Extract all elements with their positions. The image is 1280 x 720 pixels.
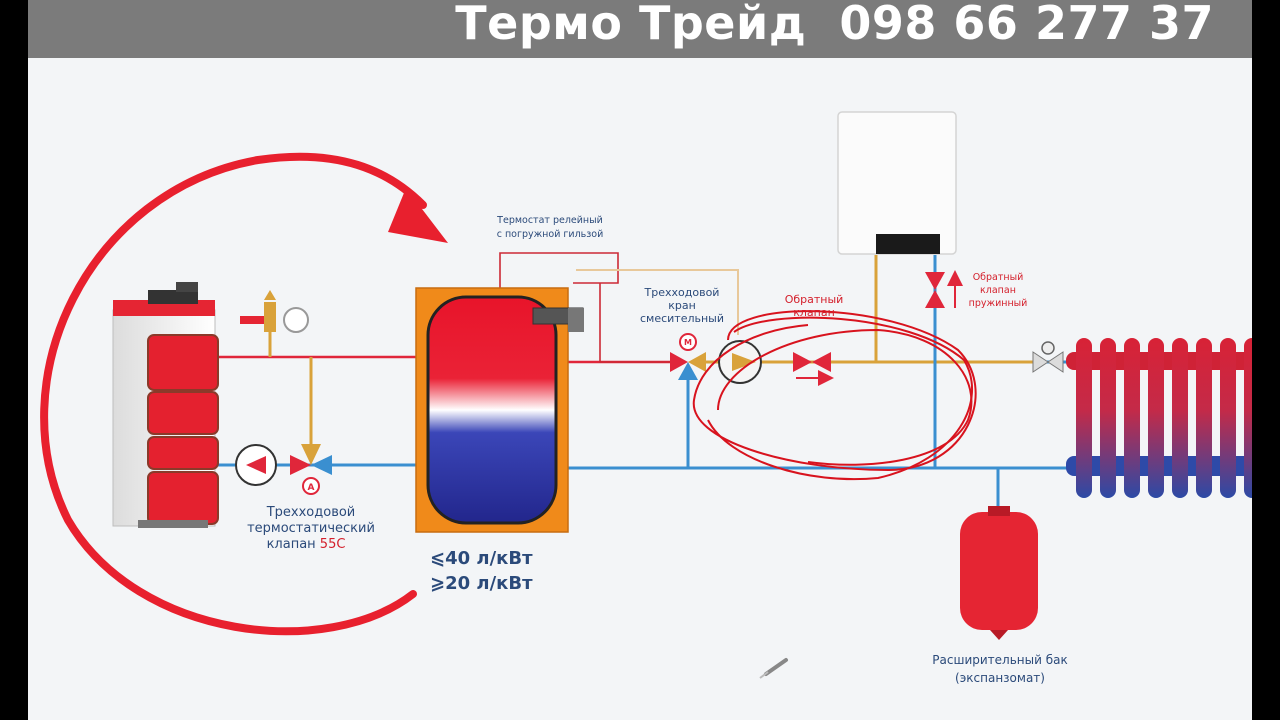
expansion-tank-label-line2: (экспанзомат) <box>955 671 1045 685</box>
sensor-wire <box>599 283 673 363</box>
thermostat-label-line1: Термостат релейный <box>496 215 603 226</box>
thermostatic-valve-temp: 55C <box>320 537 346 552</box>
safety-group <box>240 290 309 333</box>
thermostat-wire <box>499 252 619 288</box>
thermostatic-valve-letter: A <box>308 483 315 493</box>
check-valve-label-line2: клапан <box>793 306 835 319</box>
mixing-valve-label-line2: кран <box>668 299 696 312</box>
thermostatic-valve <box>290 444 332 495</box>
valve-control-wire <box>576 269 739 335</box>
thermostatic-valve-label-line2: термостатический <box>247 521 375 536</box>
radiator-valve <box>1032 341 1064 373</box>
spring-check-valve-label-line3: пружинный <box>969 298 1028 309</box>
mixing-valve-letter: M <box>684 338 692 347</box>
radiator <box>1066 338 1252 498</box>
expansion-tank <box>960 506 1038 640</box>
spring-check-valve-label-line2: клапан <box>980 285 1016 296</box>
mixing-valve-label-line3: смесительный <box>640 312 724 325</box>
circulation-arrow <box>40 152 427 636</box>
buffer-tank <box>415 287 584 533</box>
header-bar: Термо Трейд 098 66 277 37 <box>28 0 1252 58</box>
check-valve <box>793 352 834 386</box>
solid-fuel-boiler <box>112 282 219 528</box>
thermostatic-valve-label-line1: Трехходовой <box>266 505 356 520</box>
thermostat-label-line2: с погружной гильзой <box>497 229 604 240</box>
circulation-arrow-head <box>388 188 448 243</box>
mixing-valve <box>670 333 706 380</box>
circulation-pump-arrow-icon <box>732 353 756 371</box>
volume-ratio-min: ⩾20 л/кВт <box>430 573 533 594</box>
gas-boiler <box>837 111 957 255</box>
check-valve-label-line1: Обратный <box>785 293 844 306</box>
heating-scheme: A M <box>40 111 1252 685</box>
mixing-valve-label-line1: Трехходовой <box>644 286 720 299</box>
diagram-frame: A M <box>28 0 1252 720</box>
expansion-tank-label-line1: Расширительный бак <box>932 653 1067 667</box>
company-title: Термо Трейд 098 66 277 37 <box>455 0 1214 50</box>
spring-check-valve <box>925 270 963 308</box>
pen-cursor-icon <box>759 658 788 679</box>
spring-check-valve-label-line1: Обратный <box>973 272 1024 283</box>
hand-drawn-annotation <box>692 310 977 481</box>
thermostatic-valve-label-text: клапан <box>267 537 316 552</box>
boiler-pump-arrow-icon <box>246 456 266 474</box>
volume-ratio-max: ⩽40 л/кВт <box>430 548 533 569</box>
thermostatic-valve-label-line3: клапан 55C <box>267 537 346 552</box>
